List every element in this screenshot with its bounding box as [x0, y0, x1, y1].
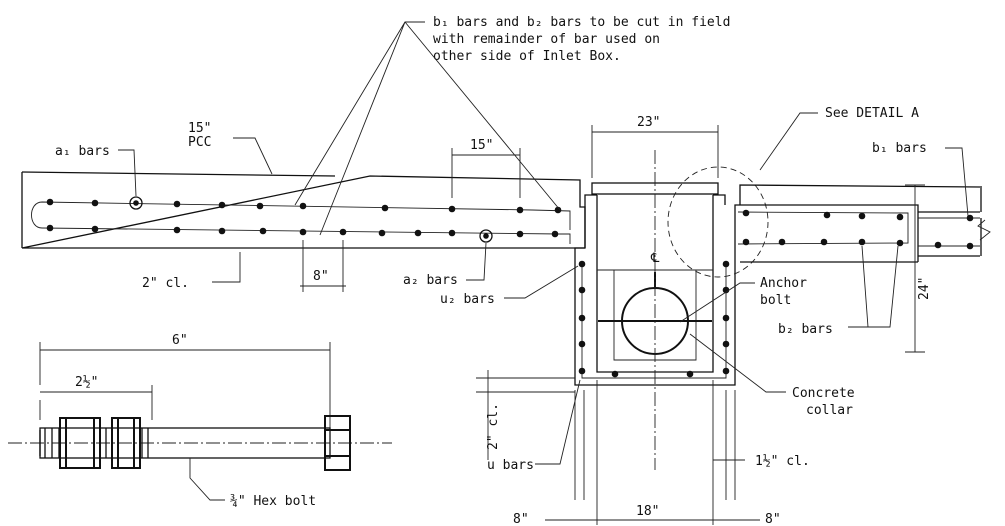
hex-bolt-label: ¾" Hex bolt [230, 494, 316, 509]
left-pcc-slab [21, 171, 586, 249]
slab-bottom-bar-dots [46, 224, 559, 238]
u-bars-leader [535, 379, 581, 465]
box-top-label: 23" [637, 115, 660, 130]
box-height-dimension [905, 184, 925, 353]
concrete-collar-label-1: Concrete [792, 386, 855, 401]
a2-leader [466, 242, 487, 281]
box-top-dimension [591, 125, 719, 178]
box-wall-bar-dots [578, 260, 730, 378]
cut-note-line-2: with remainder of bar used on [433, 32, 660, 47]
thread-length-label: 2½" [75, 375, 98, 390]
spacing-8-dimension [300, 240, 346, 292]
spacing-15-dimension [451, 148, 521, 198]
concrete-collar-label-2: collar [806, 403, 853, 418]
a1-bars-label: a₁ bars [55, 144, 110, 159]
detail-a-circle [667, 166, 769, 278]
b1-leader [945, 147, 969, 217]
pcc-label: PCC [188, 135, 211, 150]
hex-bolt-detail: 6" 2½" ¾" Hex bolt [8, 333, 392, 509]
cut-note-line-3: other side of Inlet Box. [433, 49, 621, 64]
b2-bars-label: b₂ bars [778, 322, 833, 337]
anchor-bolt-label-1: Anchor [760, 276, 807, 291]
hex-bolt-leader [189, 458, 225, 501]
left-slab-outline [21, 171, 586, 249]
cut-note-line-1: b₁ bars and b₂ bars to be cut in field [433, 15, 730, 30]
box-seat [584, 194, 726, 207]
slab-cover-label: 2" cl. [142, 276, 189, 291]
pcc-thickness-label: 15" [188, 121, 211, 136]
u2-leader [504, 265, 579, 299]
slab-top-bar-dots [46, 198, 562, 214]
bolt-length-dimension [39, 342, 331, 440]
b2-leader [848, 245, 899, 328]
cut-note: b₁ bars and b₂ bars to be cut in field w… [294, 15, 730, 236]
b1-bars-label: b₁ bars [872, 141, 927, 156]
base-cover-extension [476, 377, 575, 393]
hex-nut-2 [111, 417, 141, 469]
base-cover-label: 2" cl. [486, 403, 501, 450]
a2-bar-marker [479, 229, 493, 243]
wall-right-label: 8" [765, 512, 781, 526]
pcc-leader [233, 137, 273, 175]
spacing-8-label: 8" [313, 269, 329, 284]
centerline-symbol: ℄ [650, 251, 660, 266]
right-slab-bar-dots [742, 209, 974, 250]
a2-bars-label: a₂ bars [403, 273, 458, 288]
anchor-bolt-leader [679, 282, 755, 323]
thread-length-dimension [39, 385, 153, 420]
slab-top-bar [31, 201, 571, 244]
spacing-15-label: 15" [470, 138, 493, 153]
wall-left-label: 8" [513, 512, 529, 526]
a1-bar-marker [129, 196, 143, 210]
break-symbol [977, 219, 991, 241]
cut-note-leaders [294, 21, 561, 236]
right-slab-outline [739, 184, 981, 263]
hex-nut-1 [59, 417, 101, 469]
side-cover-label: 1½" cl. [755, 454, 810, 469]
right-slab [737, 184, 991, 263]
detail-a-label: See DETAIL A [825, 106, 919, 121]
detail-a-leader [759, 112, 818, 171]
a1-leader [118, 149, 137, 197]
anchor-bolt-label-2: bolt [760, 293, 791, 308]
slab-cover-leader [212, 252, 241, 283]
concrete-collar-leader [689, 333, 786, 393]
inside-width-label: 18" [636, 504, 659, 519]
box-height-label: 24" [917, 277, 932, 300]
base-extension-lines [574, 380, 736, 525]
bolt-length-label: 6" [172, 333, 188, 348]
u-bars-label: u bars [487, 458, 534, 473]
bolt-head [324, 415, 351, 471]
box-outline [574, 204, 740, 386]
u2-bars-label: u₂ bars [440, 292, 495, 307]
